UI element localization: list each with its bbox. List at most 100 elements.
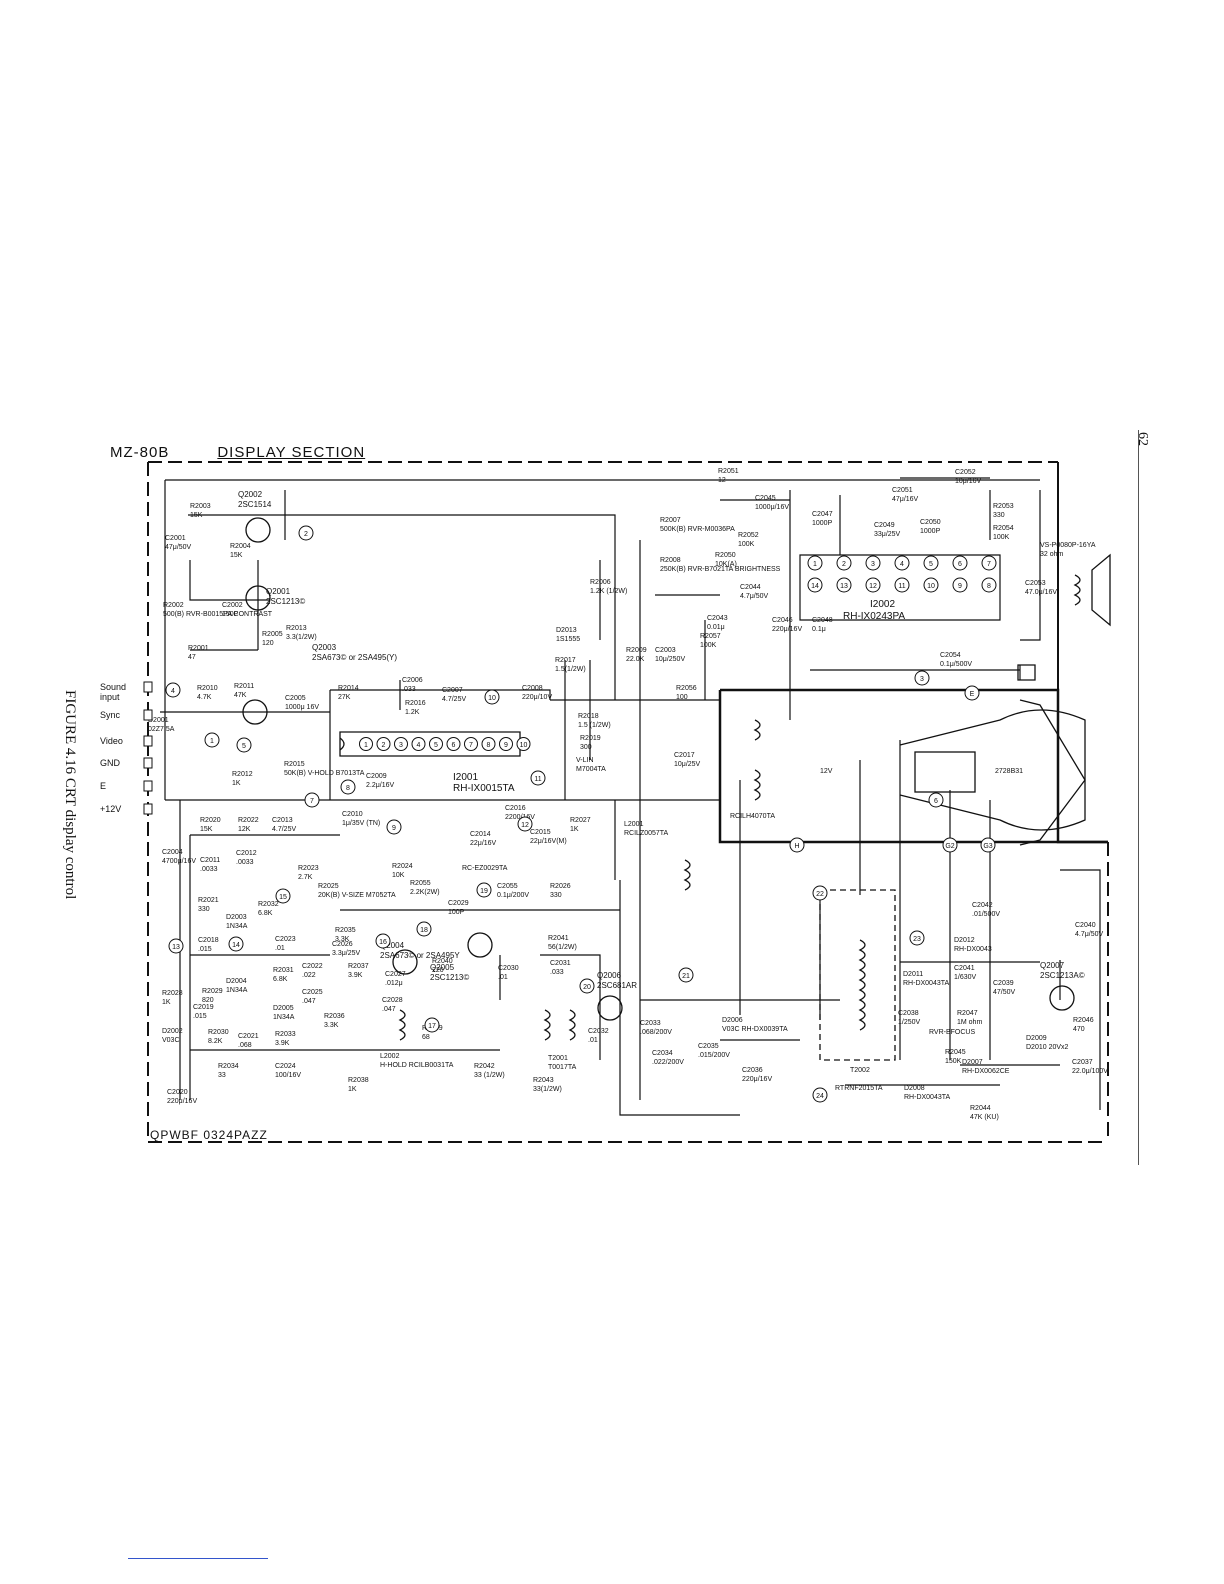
test-point	[228, 936, 244, 952]
test-point	[579, 978, 595, 994]
ic-i2002-pin-label: 3	[871, 561, 875, 568]
transistor-part-q2007: 2SC1213A©	[1040, 971, 1085, 980]
test-point-label: 17	[428, 1023, 436, 1030]
ic-i2002-pin	[923, 577, 939, 593]
label-c2042: C2042.01/500V	[972, 902, 1000, 918]
test-point	[812, 885, 828, 901]
test-point-label: 13	[172, 944, 180, 951]
ic-i2002-pin-label: 11	[898, 583, 905, 590]
input-label: Sync	[100, 710, 121, 720]
label-rc2029: RC-EZ0029TA	[462, 865, 508, 872]
transistor-q2005	[467, 932, 493, 958]
section-name: DISPLAY SECTION	[217, 444, 366, 461]
ic-i2002-pin	[894, 577, 910, 593]
test-point-label: 3	[920, 676, 924, 683]
label-c2006: C2006.033	[402, 677, 423, 693]
label-c2032: C2032.01	[588, 1028, 609, 1044]
connector-point-label: H	[794, 843, 799, 850]
ic-i2001-pin-label: 1	[364, 742, 368, 749]
ic-i2002-part: RH-IX0243PA	[843, 611, 905, 622]
ic-i2002-ref: I2002	[870, 599, 895, 610]
model-name: MZ-80B	[110, 444, 170, 461]
ic-i2002-pin	[836, 577, 852, 593]
test-point-label: 23	[913, 936, 921, 943]
transistor-q2004	[392, 949, 418, 975]
ic-i2001-pin-label: 6	[452, 742, 456, 749]
ic-i2001-pin	[516, 737, 531, 751]
test-point-label: 7	[310, 798, 314, 805]
input-label: Video	[100, 736, 123, 746]
test-point-label: 12	[521, 822, 529, 829]
label-c2030: C2030.01	[498, 965, 519, 981]
label-c2012: C2012.0033	[236, 850, 257, 866]
test-point-label: 18	[420, 927, 428, 934]
transistor-part-q2003: 2SA673© or 2SA495(Y)	[312, 653, 397, 662]
ic-i2002-pin-label: 12	[869, 583, 877, 590]
test-point-label: 15	[279, 894, 287, 901]
ic-i2001-pin-label: 3	[399, 742, 403, 749]
connector-point-label: G2	[945, 843, 954, 850]
ic-i2001-pin-label: 5	[434, 742, 438, 749]
test-point	[909, 930, 925, 946]
ic-i2002-pin-label: 6	[958, 561, 962, 568]
label-c2025: C2025.047	[302, 989, 323, 1005]
label-c2023: C2023.01	[275, 936, 296, 952]
test-point	[914, 670, 930, 686]
speaker-icon	[1091, 553, 1111, 627]
label-rtrnf: RTRNF2015TA	[835, 1085, 883, 1092]
ic-i2001-pin	[359, 737, 373, 751]
test-point-label: 22	[816, 891, 824, 898]
label-c2018: C2018.015	[198, 937, 219, 953]
connector-point	[942, 837, 958, 853]
ic-i2002-pin	[981, 577, 997, 593]
transistor-ref-q2005: Q2005	[430, 963, 455, 972]
label-c2028: C2028.047	[382, 997, 403, 1013]
ic-i2002-pin	[865, 577, 881, 593]
ic-i2001-ref: I2001	[453, 772, 478, 783]
transistor-q2006	[597, 995, 623, 1021]
ic-i2001-pin-label: 10	[520, 742, 528, 749]
ic-i2002-pin	[807, 555, 823, 571]
label-c2011: C2011.0033	[200, 857, 220, 873]
test-point	[204, 732, 220, 748]
label-c2019: C2019.015	[193, 1004, 214, 1020]
ic-i2002-pin	[981, 555, 997, 571]
label-c2021: C2021.068	[238, 1033, 259, 1049]
test-point	[298, 525, 314, 541]
